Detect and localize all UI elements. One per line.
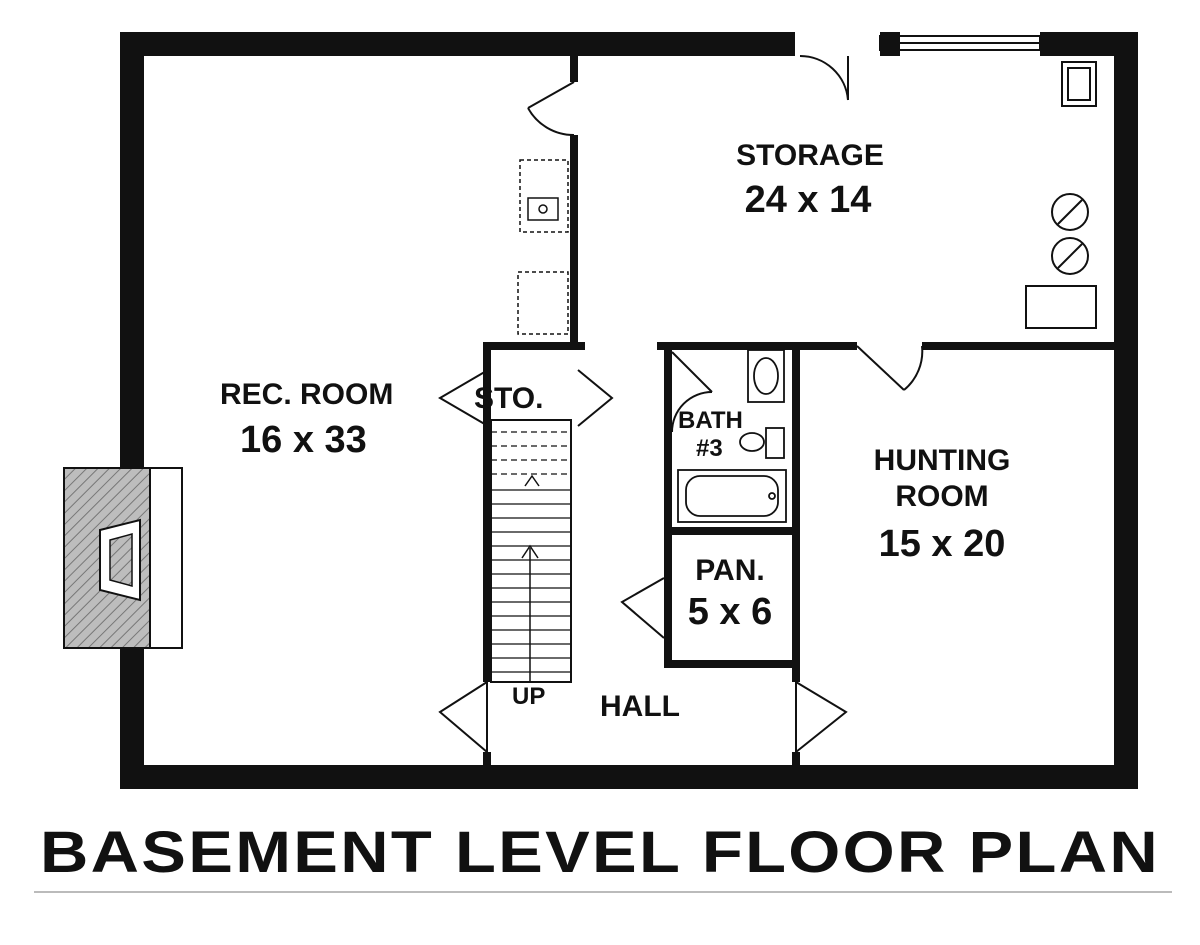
storage-exterior-door [799, 54, 849, 101]
door-sto-closet [438, 369, 614, 427]
stairs-up-label: UP [512, 683, 545, 710]
hunting-room-label-2: ROOM [895, 480, 988, 513]
hunting-room-dims: 15 x 20 [879, 523, 1006, 565]
fireplace [63, 467, 183, 649]
bath-label-2: #3 [696, 435, 723, 462]
bath-label-1: BATH [678, 407, 743, 434]
door-bath [671, 351, 713, 433]
storage-label: STORAGE [736, 139, 884, 172]
window-top [879, 35, 1041, 51]
staircase [490, 419, 572, 683]
page-title: BASEMENT LEVEL FLOOR PLAN [40, 820, 1160, 885]
door-hall-left [438, 681, 488, 753]
sto-label: STO. [474, 382, 543, 415]
hunting-room-label-1: HUNTING [874, 444, 1011, 477]
counter-cabinets [517, 159, 569, 335]
storage-dims: 24 x 14 [745, 179, 872, 221]
interior-walls [483, 56, 1114, 766]
pantry-label: PAN. [695, 554, 764, 587]
bath-fixtures [677, 349, 787, 523]
water-heater-1 [1051, 193, 1089, 231]
utility-sink [1061, 61, 1097, 107]
water-heater-2 [1051, 237, 1089, 275]
pantry-dims: 5 x 6 [688, 591, 773, 633]
furnace [1025, 285, 1097, 329]
door-rec-to-storage [527, 81, 575, 137]
rec-room-dims: 16 x 33 [240, 419, 367, 461]
rec-room-label: REC. ROOM [220, 378, 393, 411]
hall-label: HALL [600, 690, 680, 723]
door-hall-right [795, 681, 848, 753]
exterior-walls [120, 32, 1138, 789]
door-hunting-room [856, 345, 924, 391]
door-pantry [620, 577, 665, 639]
